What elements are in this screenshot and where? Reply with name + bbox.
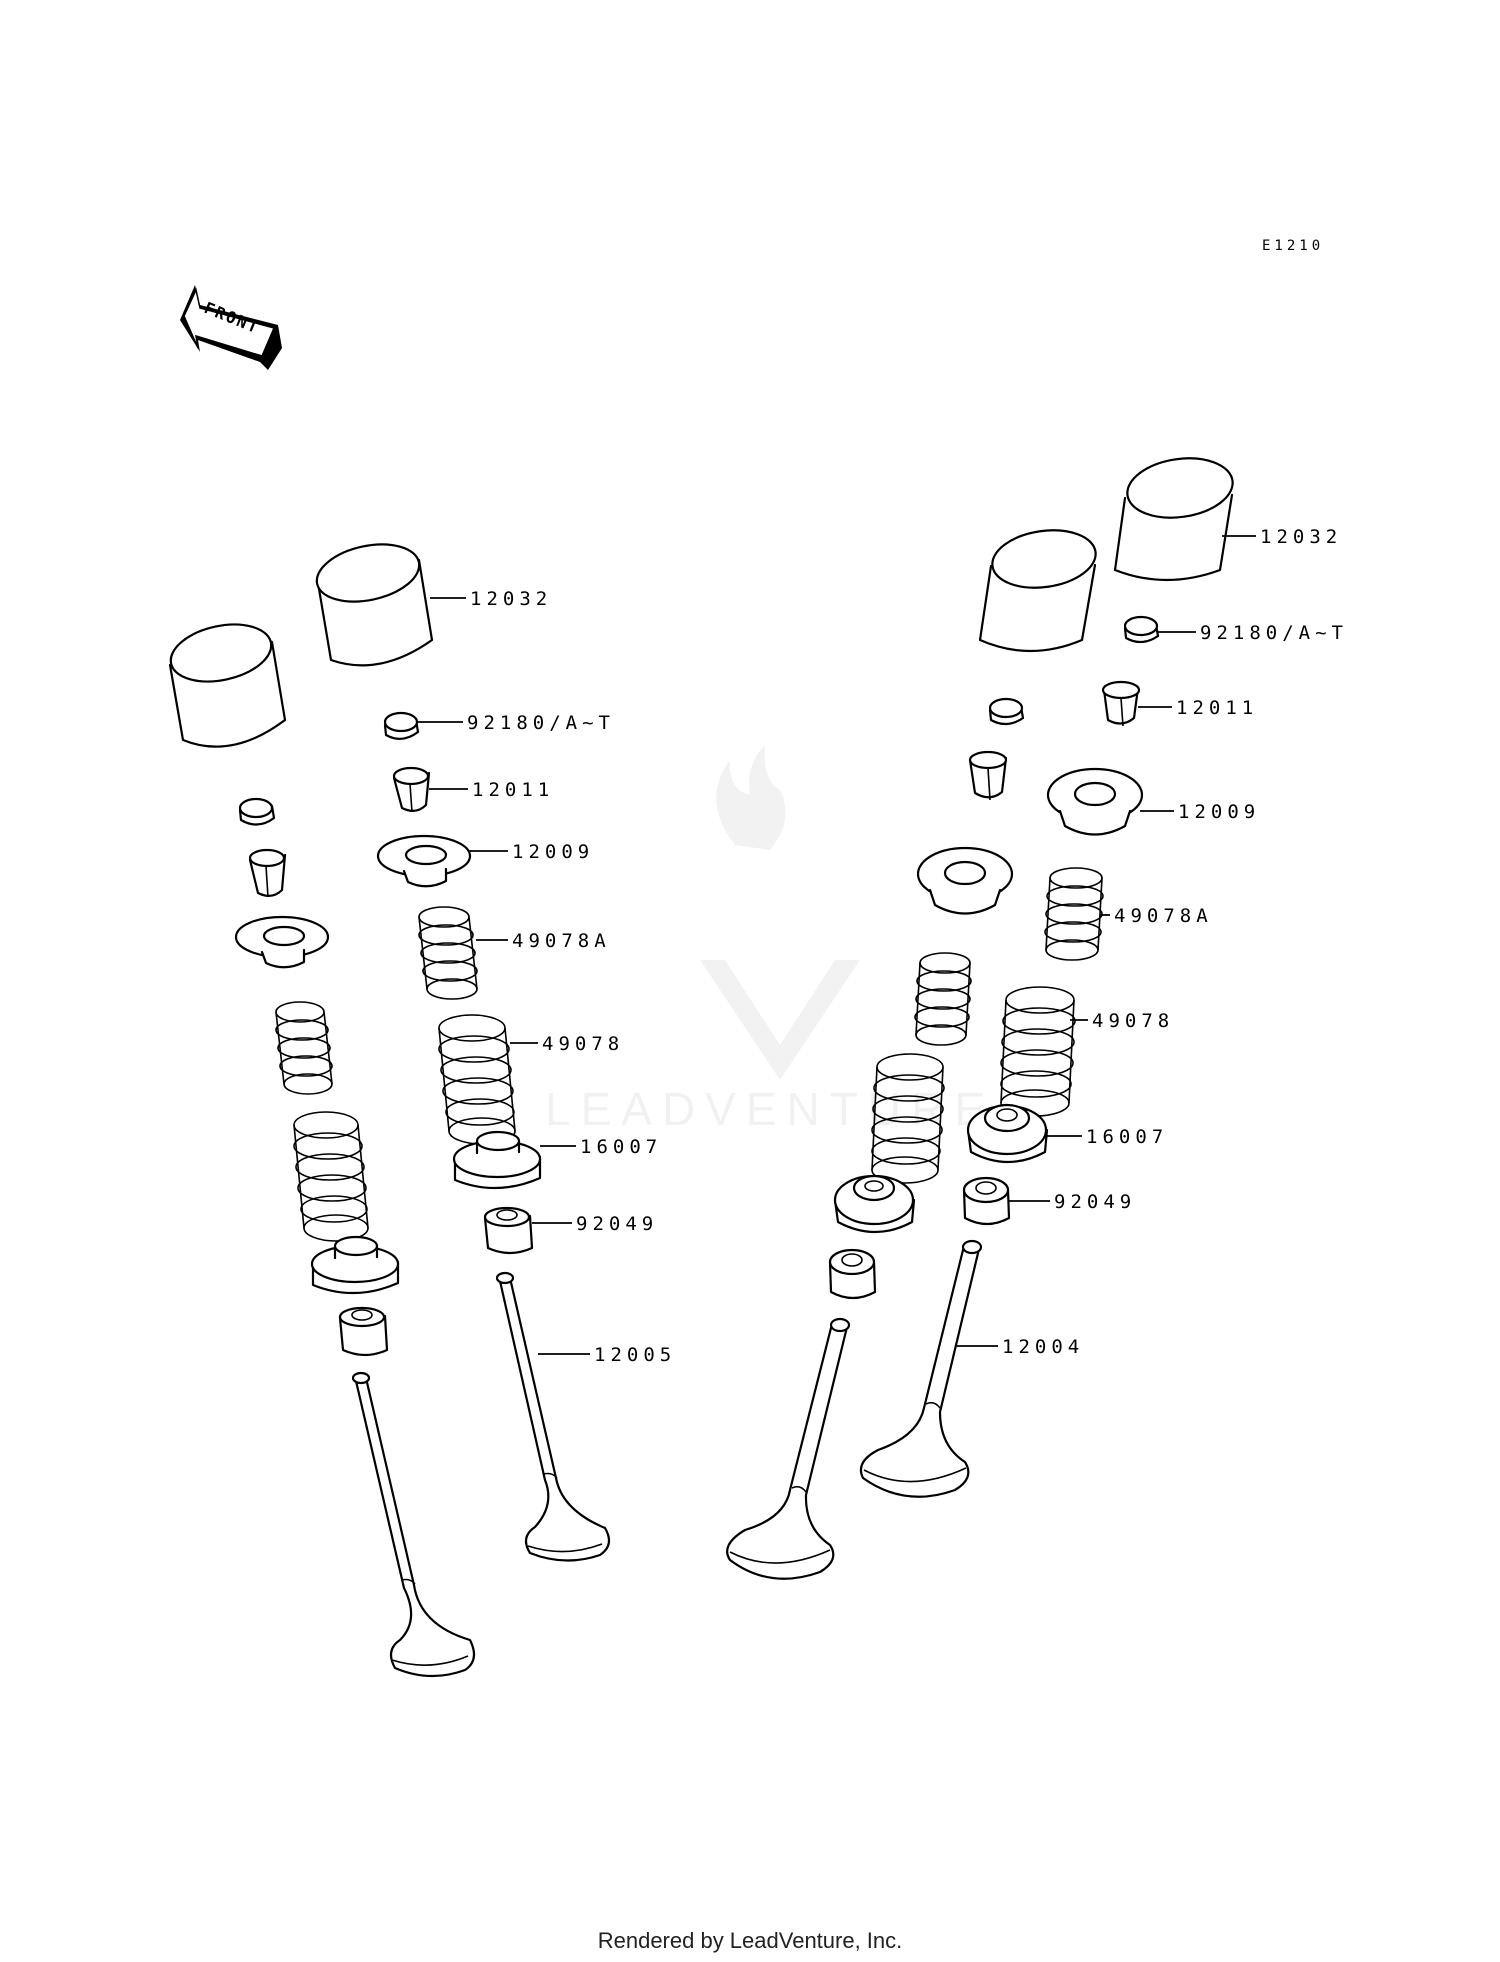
retainer-left-a (234, 915, 330, 969)
valve-left-b (495, 1271, 611, 1562)
label-12032-right: 12032 (1260, 526, 1342, 548)
valve-left-a (351, 1371, 476, 1678)
footer-credit: Rendered by LeadVenture, Inc. (598, 1928, 903, 1953)
leadventure-watermark: LEADVENTURE (545, 745, 995, 1135)
keeper-right-b (1101, 680, 1141, 727)
keeper-left-a (248, 848, 287, 898)
label-12032-left: 12032 (470, 588, 552, 610)
front-arrow-icon: FRONT (180, 285, 282, 370)
retainer-right-b (1046, 767, 1144, 836)
labels-left: 12032 92180/A~T 12011 12009 49078A 49078… (418, 588, 676, 1366)
tappet-right-a (978, 529, 1097, 653)
label-12009-right: 12009 (1178, 801, 1260, 823)
shim-right-a (988, 697, 1025, 726)
valve-right-b (859, 1239, 983, 1498)
label-16007-left: 16007 (580, 1136, 662, 1158)
spring-seat-right-a (833, 1174, 916, 1233)
outer-spring-right-b (1000, 986, 1076, 1117)
label-12009-left: 12009 (512, 841, 594, 863)
spring-seat-right-b (966, 1103, 1049, 1163)
label-16007-right: 16007 (1086, 1126, 1168, 1148)
keeper-left-b (392, 766, 431, 813)
outer-spring-right-a (871, 1053, 945, 1184)
retainer-right-a (916, 846, 1014, 915)
valve-right-a (726, 1317, 851, 1580)
retainer-left-b (376, 834, 472, 888)
label-12005: 12005 (594, 1344, 676, 1366)
tappet-left-a (168, 623, 287, 748)
shim-right-b (1123, 615, 1160, 644)
diagram-code: E1210 (1262, 238, 1324, 254)
stem-seal-right-a (828, 1248, 877, 1300)
label-12011-right: 12011 (1176, 697, 1258, 719)
inner-spring-right-a (914, 952, 972, 1046)
inner-spring-left-a (275, 1001, 333, 1095)
keeper-right-a (968, 750, 1008, 801)
stem-seal-left-b (483, 1206, 534, 1255)
stem-seal-right-b (962, 1176, 1011, 1226)
label-92049-right: 92049 (1054, 1191, 1136, 1213)
label-49078-right: 49078 (1092, 1010, 1174, 1032)
label-49078A-right: 49078A (1114, 905, 1213, 927)
shim-left-a (238, 797, 276, 826)
label-49078A-left: 49078A (512, 930, 611, 952)
inner-spring-right-b (1044, 867, 1104, 961)
label-12011-left: 12011 (472, 779, 554, 801)
inner-spring-left-b (418, 906, 478, 1000)
tappet-right-b (1113, 457, 1234, 582)
outer-spring-left-a (293, 1111, 369, 1242)
outer-spring-left-b (438, 1014, 516, 1145)
spring-seat-left-b (452, 1130, 542, 1190)
label-12004: 12004 (1002, 1336, 1084, 1358)
label-92049-left: 92049 (576, 1213, 658, 1235)
tappet-left-b (315, 543, 434, 667)
label-92180-left: 92180/A~T (467, 712, 615, 734)
label-49078-left: 49078 (542, 1033, 624, 1055)
spring-seat-left-a (310, 1235, 400, 1295)
shim-left-b (383, 711, 420, 740)
labels-right: 12032 92180/A~T 12011 12009 49078A 49078… (956, 526, 1348, 1358)
label-92180-right: 92180/A~T (1200, 622, 1348, 644)
watermark-text: LEADVENTURE (545, 1083, 995, 1135)
stem-seal-left-a (338, 1306, 389, 1357)
